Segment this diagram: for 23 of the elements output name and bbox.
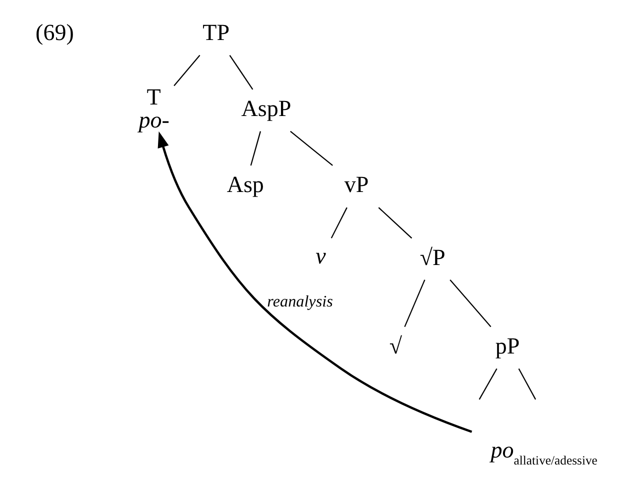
node-text: √P <box>419 243 445 270</box>
node-text: AspP <box>240 94 291 121</box>
connector <box>228 54 253 90</box>
connector <box>290 130 332 166</box>
connector <box>250 130 261 166</box>
connector <box>518 368 536 400</box>
connector <box>330 206 347 238</box>
arrow <box>157 130 472 432</box>
node-text: Asp <box>226 170 264 197</box>
connector <box>173 54 200 86</box>
node-text: TP <box>202 18 230 45</box>
connector <box>378 206 412 238</box>
label: (69) <box>35 18 74 45</box>
connector <box>449 278 491 327</box>
connector <box>478 368 497 400</box>
node-text: T po- <box>138 83 169 132</box>
node-text: pP <box>494 332 520 358</box>
connector <box>404 279 425 327</box>
node-text: √ <box>388 332 402 358</box>
edge-label: reanalysis <box>266 293 332 310</box>
node-text: po$_{allative/adessive}$ <box>490 436 597 467</box>
node-text: v <box>315 242 326 268</box>
node-text: vP <box>344 170 368 197</box>
